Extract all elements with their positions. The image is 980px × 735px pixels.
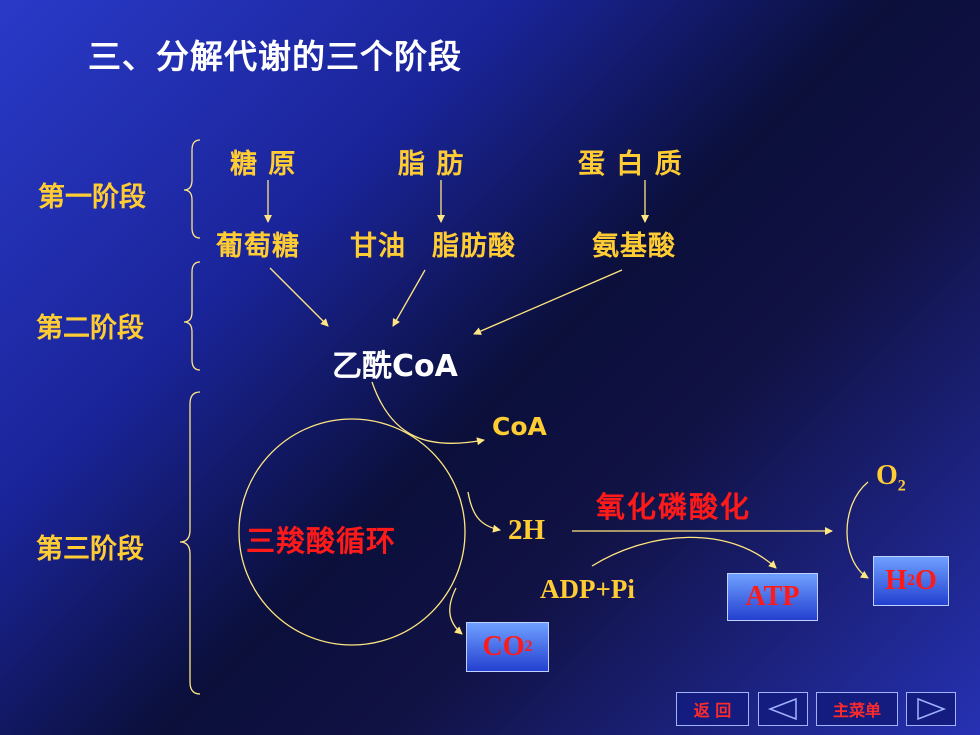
main-menu-button[interactable]: 主菜单 (816, 692, 898, 726)
triangle-left-icon (767, 697, 797, 721)
protein-label: 蛋 白 质 (578, 149, 683, 180)
amino-acid-label: 氨基酸 (592, 231, 676, 262)
acetyl-coa-label: 乙酰CoA (332, 349, 458, 384)
stage-three-label: 第三阶段 (36, 534, 144, 565)
triangle-right-icon (917, 697, 947, 721)
tca-cycle-label: 三羧酸循环 (246, 524, 397, 558)
two-h-label: 2H (508, 514, 546, 546)
glucose-label: 葡萄糖 (216, 231, 300, 262)
arrow-acetylcoa-coa (371, 381, 485, 446)
arrow-aminoacid-acetylcoa (473, 269, 623, 335)
arrow-cycle-2h (467, 491, 501, 533)
oxidative-phosphorylation-label: 氧化磷酸化 (596, 490, 752, 524)
adp-pi-label: ADP+Pi (540, 574, 635, 604)
glycogen-label: 糖 原 (230, 149, 297, 180)
atp-label: ATP (745, 581, 800, 612)
prev-button[interactable] (758, 692, 808, 726)
o2-label: O2 (876, 460, 906, 495)
back-button[interactable]: 返 回 (676, 692, 749, 726)
arrow-o2-h2o (846, 481, 869, 579)
fatty-acid-label: 脂肪酸 (432, 231, 516, 262)
arrow-adp-atp (591, 536, 777, 569)
brace-stage-three (179, 391, 201, 695)
stage-one-label: 第一阶段 (38, 182, 146, 213)
next-button[interactable] (906, 692, 956, 726)
coa-label: CoA (492, 412, 547, 441)
glycerol-label: 甘油 (350, 231, 406, 262)
brace-stage-two (183, 261, 201, 371)
stage-two-label: 第二阶段 (36, 313, 144, 344)
fat-label: 脂 肪 (398, 149, 465, 180)
tca-cycle-circle (238, 418, 466, 646)
brace-stage-one (183, 139, 201, 239)
atp-box: ATP (727, 573, 818, 621)
page-title: 三、分解代谢的三个阶段 (88, 37, 462, 76)
arrow-glucose-acetylcoa (269, 267, 329, 327)
arrow-fattyacid-acetylcoa (392, 269, 426, 327)
arrow-cycle-co2 (449, 587, 463, 635)
